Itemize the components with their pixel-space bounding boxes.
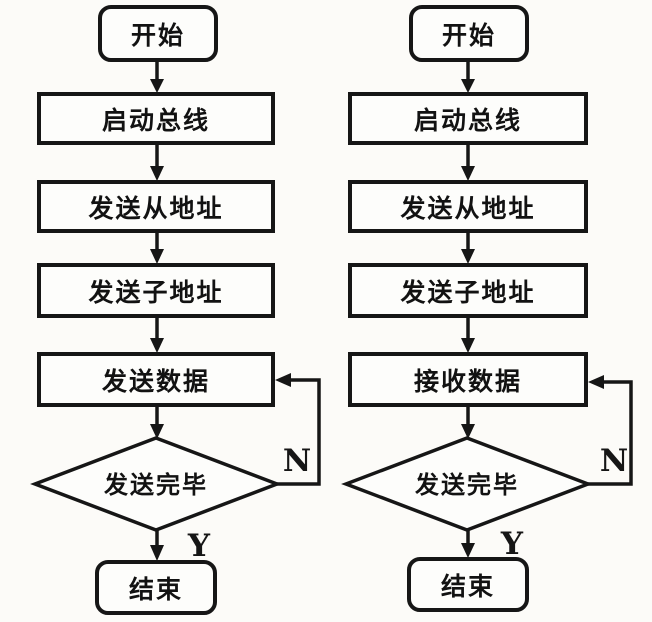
right-end-node: 结束	[407, 557, 529, 612]
right-arrow-slave-to-sub	[461, 233, 475, 264]
left-process-send-slave-address: 发送从地址	[37, 180, 275, 233]
right-start-node: 开始	[409, 5, 529, 62]
right-arrow-bus-to-slave	[461, 145, 475, 181]
left-decision-label: 发送完毕	[103, 471, 208, 499]
left-arrow-bus-to-slave	[150, 145, 164, 181]
left-decision-diamond	[30, 436, 282, 532]
left-arrow-data-to-decision	[150, 407, 164, 439]
left-process-send-sub-address: 发送子地址	[37, 263, 275, 318]
right-branch-yes-label: Y	[500, 526, 524, 562]
right-arrow-sub-to-data	[461, 318, 475, 353]
right-loop-no-path	[588, 375, 633, 486]
left-arrow-slave-to-sub	[150, 233, 164, 264]
left-end-node: 结束	[95, 560, 217, 615]
left-branch-yes-label: Y	[187, 528, 211, 564]
left-process-start-bus: 启动总线	[37, 92, 275, 145]
right-branch-no-label: N	[600, 443, 628, 479]
right-arrow-decision-to-end	[461, 530, 475, 558]
left-branch-no-label: N	[283, 443, 311, 479]
left-loop-no-path	[275, 373, 321, 486]
right-process-receive-data: 接收数据	[348, 352, 588, 407]
right-process-send-sub-address: 发送子地址	[348, 263, 588, 318]
left-process-send-data: 发送数据	[37, 352, 275, 407]
left-arrow-decision-to-end	[150, 530, 164, 561]
right-decision-label: 发送完毕	[414, 471, 519, 499]
left-arrow-sub-to-data	[150, 318, 164, 353]
left-start-node: 开始	[98, 5, 218, 62]
right-arrow-start-to-bus	[461, 62, 475, 93]
right-decision-diamond	[341, 436, 593, 532]
right-process-send-slave-address: 发送从地址	[348, 180, 588, 233]
right-arrow-data-to-decision	[461, 407, 475, 439]
right-process-start-bus: 启动总线	[348, 92, 588, 145]
left-arrow-start-to-bus	[150, 62, 164, 93]
